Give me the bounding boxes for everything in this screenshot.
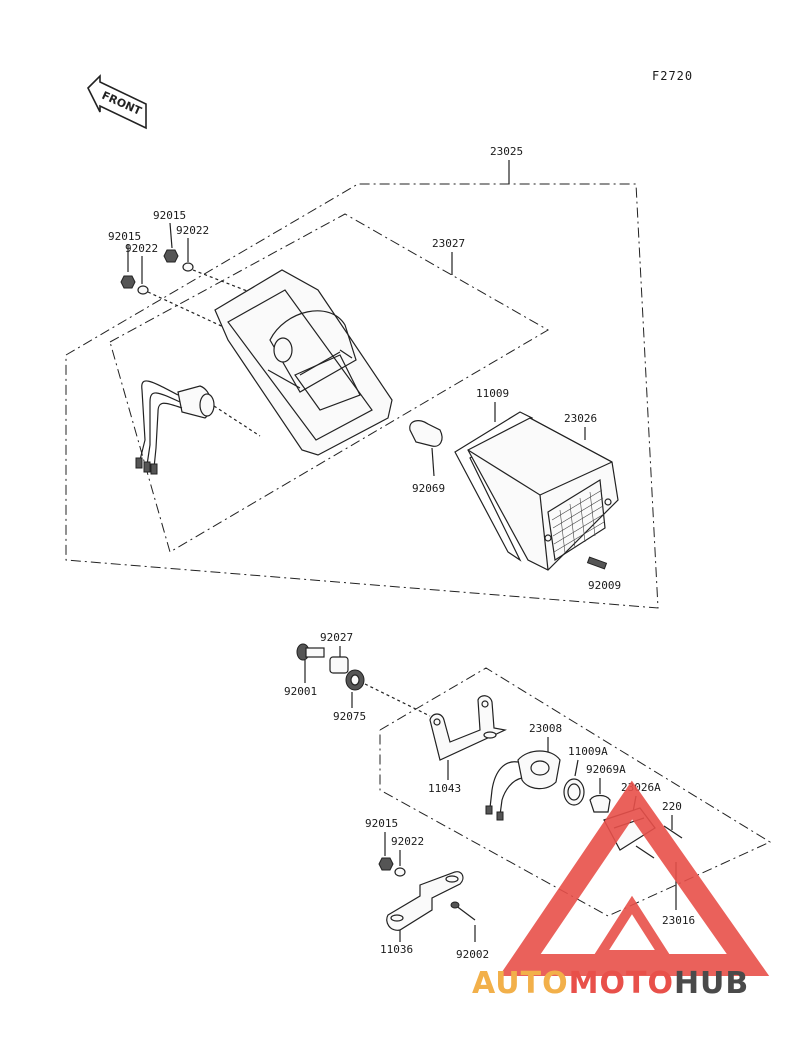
label-92069A: 92069A bbox=[586, 763, 626, 776]
gasket-11009 bbox=[454, 411, 534, 562]
bulb-socket-with-wires bbox=[135, 380, 261, 475]
screw-220 bbox=[635, 825, 683, 859]
bracket-11036 bbox=[386, 871, 464, 931]
lens-23026 bbox=[467, 417, 619, 571]
nut-icon bbox=[120, 249, 179, 289]
bolt-92001 bbox=[296, 643, 325, 661]
watermark-auto: AUTO bbox=[472, 966, 569, 1001]
label-23016: 23016 bbox=[662, 914, 695, 927]
grommet-92075 bbox=[345, 669, 365, 691]
logo-inner-triangle-icon bbox=[590, 895, 674, 960]
label-92027: 92027 bbox=[320, 631, 353, 644]
bracket-11043 bbox=[429, 695, 507, 761]
label-92022-c: 92022 bbox=[391, 835, 424, 848]
label-92015-b: 92015 bbox=[108, 230, 141, 243]
watermark-text: AUTOMOTOHUB bbox=[472, 966, 749, 1001]
label-92009: 92009 bbox=[588, 579, 621, 592]
label-11009: 11009 bbox=[476, 387, 509, 400]
label-92069: 92069 bbox=[412, 482, 445, 495]
label-92022-a: 92022 bbox=[176, 224, 209, 237]
label-23025: 23025 bbox=[490, 145, 523, 158]
label-23026: 23026 bbox=[564, 412, 597, 425]
label-92015-a: 92015 bbox=[153, 209, 186, 222]
socket-23008 bbox=[485, 750, 561, 821]
washer-icon bbox=[137, 262, 194, 295]
assembly-outline-23027 bbox=[109, 213, 549, 553]
assembly-outline-23025 bbox=[65, 183, 659, 609]
nut-lower-icon bbox=[378, 857, 406, 877]
label-23008: 23008 bbox=[529, 722, 562, 735]
automotohub-logo bbox=[499, 780, 770, 976]
screw-92009: 92009 bbox=[586, 556, 621, 592]
bolt-92002 bbox=[450, 901, 476, 921]
label-92002: 92002 bbox=[456, 948, 489, 961]
label-92075: 92075 bbox=[333, 710, 366, 723]
label-92001: 92001 bbox=[284, 685, 317, 698]
figure-code: F2720 bbox=[652, 69, 693, 83]
label-11043: 11043 bbox=[428, 782, 461, 795]
label-11009A: 11009A bbox=[568, 745, 608, 758]
bulb-92069A bbox=[589, 794, 611, 813]
label-11036: 11036 bbox=[380, 943, 413, 956]
tail-lamp-housing bbox=[214, 269, 393, 456]
watermark-hub: HUB bbox=[674, 966, 749, 1001]
label-92022-b: 92022 bbox=[125, 242, 158, 255]
label-23027: 23027 bbox=[432, 237, 465, 250]
logo-triangle-icon bbox=[499, 780, 770, 976]
front-arrow-icon: FRONT bbox=[87, 74, 147, 130]
gasket-11009A bbox=[563, 778, 585, 806]
label-220: 220 bbox=[662, 800, 682, 813]
label-92015-c: 92015 bbox=[365, 817, 398, 830]
collar-92027 bbox=[329, 656, 349, 674]
bulb-92069: 92069 bbox=[409, 420, 445, 495]
watermark-moto: MOTO bbox=[569, 966, 674, 1001]
